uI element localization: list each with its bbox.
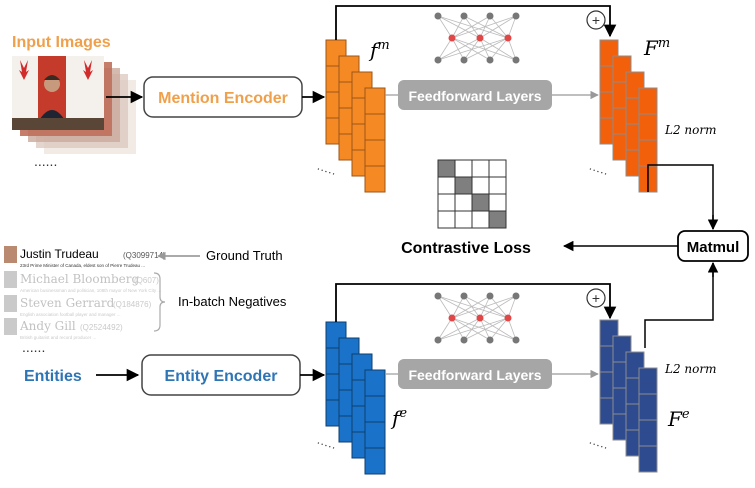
- svg-text:Justin Trudeau: Justin Trudeau: [20, 247, 99, 261]
- fm-dots: ·····: [315, 161, 338, 180]
- svg-text:23rd Prime Minister of Canada,: 23rd Prime Minister of Canada, eldest so…: [20, 263, 145, 268]
- svg-text:Steven Gerrard: Steven Gerrard: [20, 296, 115, 310]
- svg-text:Feedforward Layers: Feedforward Layers: [408, 88, 541, 104]
- mention-output-stack: [599, 39, 658, 193]
- entity-row-ground-truth: Justin Trudeau (Q3099714) 23rd Prime Min…: [4, 246, 166, 268]
- image-ellipsis: ......: [34, 153, 57, 169]
- svg-text:+: +: [592, 290, 600, 306]
- l2-norm-bottom: L2 norm: [664, 362, 717, 376]
- Fe-label: Fe: [667, 407, 690, 431]
- Fe-dots: ·····: [587, 435, 610, 454]
- input-images-label: Input Images: [12, 34, 111, 51]
- svg-text:(Q607): (Q607): [134, 276, 159, 285]
- svg-text:Andy Gill: Andy Gill: [19, 319, 76, 333]
- plus-circle-top: +: [586, 10, 606, 30]
- contrastive-loss-label: Contrastive Loss: [401, 240, 531, 257]
- Fm-dots: ·····: [587, 161, 610, 180]
- ground-truth-label: Ground Truth: [206, 248, 283, 263]
- matmul-box: Matmul: [677, 230, 749, 262]
- similarity-matrix: [437, 159, 507, 229]
- svg-text:+: +: [592, 12, 600, 28]
- l2-norm-top: L2 norm: [664, 123, 717, 137]
- entity-encoder-box: Entity Encoder: [141, 354, 301, 396]
- mention-feature-stack: [325, 39, 386, 193]
- mention-encoder-label: Mention Encoder: [158, 90, 288, 107]
- svg-text:British guitarist and record p: British guitarist and record producer ..…: [20, 335, 96, 340]
- photo-trudeau: [12, 56, 104, 130]
- fm-label: fm: [368, 38, 390, 62]
- entity-row-negative: Steven Gerrard (Q184876) English associa…: [4, 295, 152, 317]
- neural-network-icon-bottom: [434, 292, 520, 344]
- mention-encoder-box: Mention Encoder: [143, 76, 303, 118]
- svg-text:English association football p: English association football player and …: [20, 312, 121, 317]
- feedforward-layers-top: Feedforward Layers: [398, 80, 552, 110]
- neural-network-icon-top: [434, 12, 520, 64]
- entity-list: Justin Trudeau (Q3099714) 23rd Prime Min…: [4, 246, 166, 340]
- entity-encoder-label: Entity Encoder: [165, 368, 278, 385]
- entity-output-stack: [599, 319, 658, 473]
- svg-text:(Q184876): (Q184876): [113, 300, 152, 309]
- svg-text:(Q3099714): (Q3099714): [123, 251, 166, 260]
- svg-text:(Q2524492): (Q2524492): [80, 323, 123, 332]
- entity-ellipsis: ......: [22, 339, 45, 355]
- entity-row-negative: Michael Bloomberg (Q607) American busine…: [4, 271, 161, 293]
- fe-label: fe: [390, 406, 407, 430]
- entity-feature-stack: [325, 321, 386, 475]
- svg-text:Feedforward Layers: Feedforward Layers: [408, 367, 541, 383]
- entities-label: Entities: [24, 368, 82, 385]
- entity-row-negative: Andy Gill (Q2524492) British guitarist a…: [4, 318, 123, 340]
- Fm-label: Fm: [643, 36, 670, 60]
- feedforward-layers-bottom: Feedforward Layers: [398, 359, 552, 389]
- input-image-stack: [12, 56, 136, 154]
- plus-circle-bottom: +: [586, 288, 606, 308]
- svg-text:Matmul: Matmul: [687, 239, 740, 256]
- fe-dots: ·····: [315, 435, 338, 454]
- in-batch-negatives-label: In-batch Negatives: [178, 294, 287, 309]
- svg-text:Michael Bloomberg: Michael Bloomberg: [20, 272, 139, 286]
- svg-text:American businessman and polit: American businessman and politician, 108…: [20, 288, 161, 293]
